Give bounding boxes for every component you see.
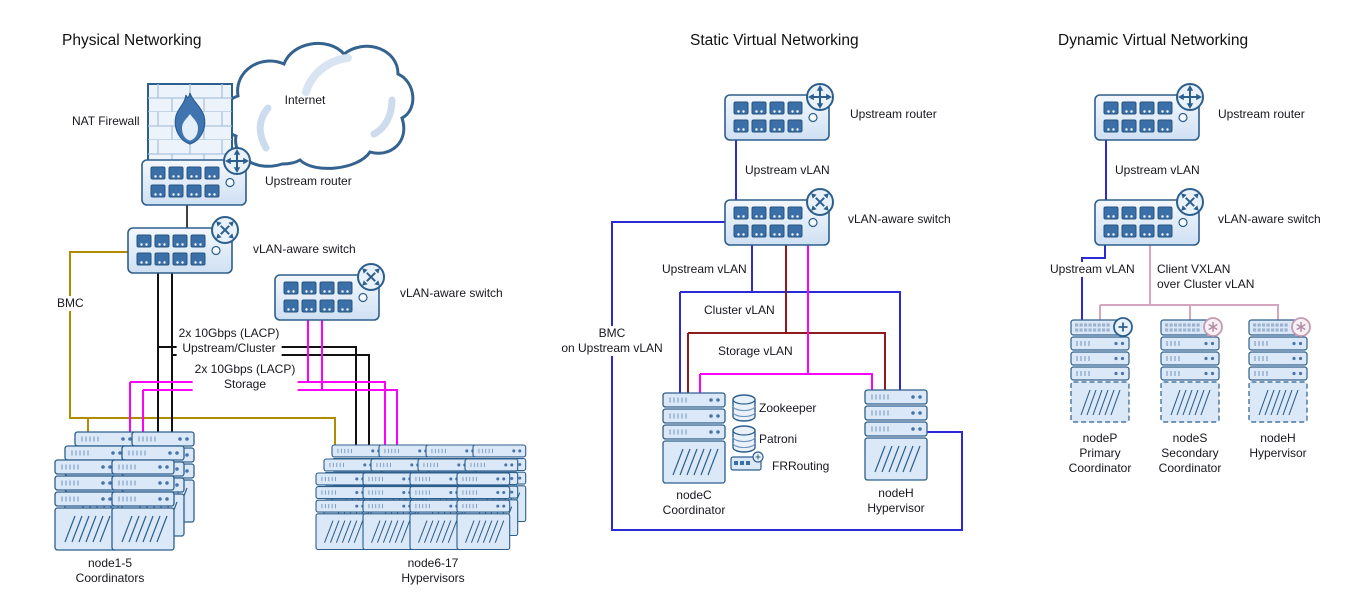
upstream-vlan-link-static <box>679 245 901 398</box>
hypervisor-gear-icon <box>1291 317 1311 337</box>
zookeeper-label: Zookeeper <box>759 401 817 415</box>
upstream-vlan-feed-label-dynamic: Upstream vLAN <box>1113 163 1202 178</box>
bmc-label-physical: BMC <box>55 296 86 311</box>
vlan-switch-2-device <box>275 263 385 320</box>
cluster-vlan-label: Cluster vLAN <box>702 303 777 318</box>
bmc-upstream-label: BMC on Upstream vLAN <box>559 326 665 356</box>
upstream-vlan-label-dynamic: Upstream vLAN <box>1048 262 1137 277</box>
server-tower <box>410 473 463 550</box>
switch-icon <box>806 188 834 216</box>
server-tower <box>363 473 416 550</box>
nat-firewall-device <box>147 83 233 169</box>
upstream-vlan-feed-label-static: Upstream vLAN <box>743 163 832 178</box>
upstream-vlan-label: Upstream vLAN <box>660 262 749 277</box>
vlan-switch-2-label: vLAN-aware switch <box>400 286 503 300</box>
upstream-vlan-link-dynamic <box>1081 245 1106 330</box>
vlan-switch-label-dynamic: vLAN-aware switch <box>1218 212 1321 226</box>
vlan-switch-1-label: vLAN-aware switch <box>253 242 356 256</box>
client-vxlan-label: Client VXLAN over Cluster vLAN <box>1155 262 1257 292</box>
patroni-label: Patroni <box>759 432 798 446</box>
cluster-vlan-link <box>687 245 886 398</box>
server-tower <box>316 473 369 550</box>
hypervisors-label: node6-17 Hypervisors <box>401 556 465 585</box>
coordinators-label: node1-5 Coordinators <box>75 556 145 585</box>
client-vxlan-link <box>1099 245 1279 330</box>
upstream-router-device-dynamic <box>1095 83 1204 140</box>
node-h-label-static: nodeH Hypervisor <box>867 486 925 515</box>
switch-icon <box>357 263 385 291</box>
node-c-label: nodeC Coordinator <box>662 488 726 517</box>
server-tower <box>457 473 510 550</box>
coordinator-stack <box>55 432 194 550</box>
vlan-switch-device-dynamic <box>1095 188 1204 245</box>
lacp-storage-label: 2x 10Gbps (LACP) Storage <box>192 362 298 392</box>
server-tower <box>112 460 174 550</box>
vlan-switch-1-device <box>128 216 239 273</box>
node-s-label: nodeS Secondary Coordinator <box>1158 431 1222 475</box>
lacp-upstream-label: 2x 10Gbps (LACP) Upstream/Cluster <box>176 326 282 356</box>
router-icon <box>806 83 834 111</box>
vlan-switch-label-static: vLAN-aware switch <box>848 212 951 226</box>
hypervisor-stack <box>316 445 526 550</box>
internet-label: Internet <box>284 93 326 107</box>
primary-plus-icon <box>1113 317 1133 337</box>
frrouting-icon <box>730 451 764 471</box>
upstream-router-label-physical: Upstream router <box>265 174 352 188</box>
upstream-router-label-static: Upstream router <box>850 107 937 121</box>
switch-icon <box>1176 188 1204 216</box>
physical-title: Physical Networking <box>62 32 202 49</box>
node-p-label: nodeP Primary Coordinator <box>1068 431 1132 475</box>
upstream-router-label-dynamic: Upstream router <box>1218 107 1305 121</box>
firewall-flame-icon <box>174 92 206 145</box>
nat-firewall-label: NAT Firewall <box>72 114 140 128</box>
upstream-router-device-static <box>725 83 834 140</box>
node-c-tower <box>663 393 725 483</box>
dynamic-title: Dynamic Virtual Networking <box>1058 32 1249 49</box>
server-tower <box>55 460 117 550</box>
vlan-switch-device-static <box>725 188 834 245</box>
storage-vlan-label: Storage vLAN <box>716 344 795 359</box>
frrouting-label: FRRouting <box>772 459 830 473</box>
secondary-gear-icon <box>1203 317 1223 337</box>
static-title: Static Virtual Networking <box>690 32 859 49</box>
patroni-database-icon <box>732 425 756 453</box>
node-h-label-dynamic: nodeH Hypervisor <box>1249 431 1307 460</box>
switch-icon <box>211 216 239 244</box>
internet-cloud <box>221 41 415 170</box>
bmc-upstream-link <box>611 221 963 531</box>
router-icon <box>1176 83 1204 111</box>
zookeeper-database-icon <box>732 394 756 422</box>
node-h-tower-static <box>865 390 927 480</box>
router-icon <box>223 147 251 175</box>
